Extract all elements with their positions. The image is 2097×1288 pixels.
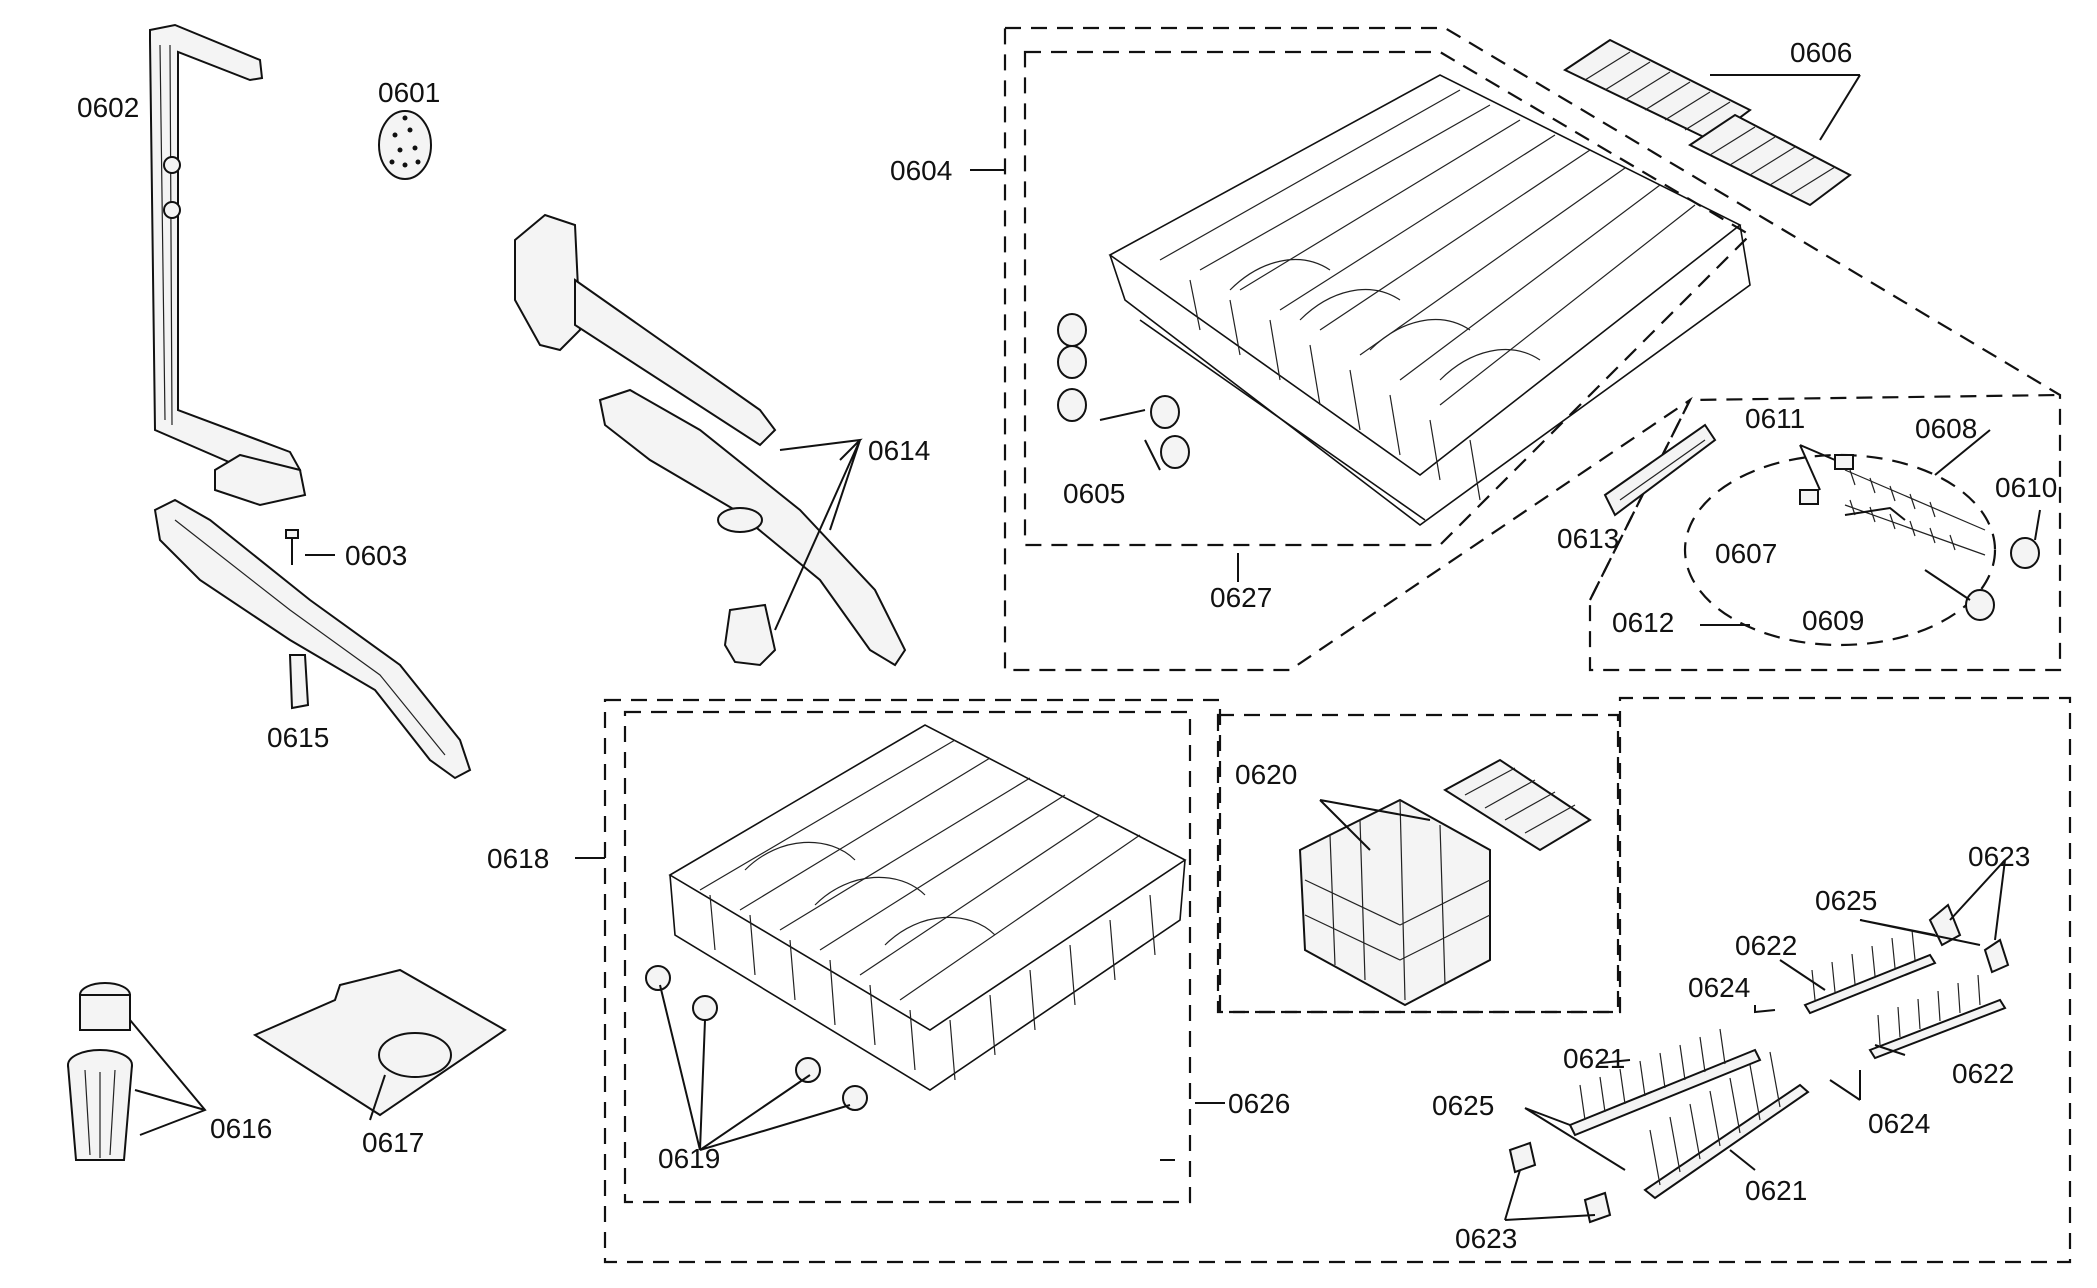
- label-0619: 0619: [658, 1143, 720, 1174]
- label-0604: 0604: [890, 155, 952, 186]
- cutlery-basket-0620: [1298, 758, 1592, 1007]
- label-0623-upper: 0623: [1968, 841, 2030, 872]
- label-0612: 0612: [1612, 607, 1674, 638]
- lower-rack: [668, 724, 1187, 1091]
- label-0601: 0601: [378, 77, 440, 108]
- label-0622-upper: 0622: [1735, 930, 1797, 961]
- label-0608: 0608: [1915, 413, 1977, 444]
- label-0618: 0618: [487, 843, 549, 874]
- label-0610: 0610: [1995, 472, 2057, 503]
- label-0621-upper: 0621: [1563, 1043, 1625, 1074]
- label-0625-lower: 0625: [1432, 1090, 1494, 1121]
- leader-lines: [129, 74, 2041, 1221]
- cup-shelves-0606: [1562, 38, 1852, 207]
- spray-tube-upper: [149, 23, 307, 507]
- upper-rack: [1108, 74, 1751, 526]
- label-0620: 0620: [1235, 759, 1297, 790]
- filter-0616: [67, 982, 133, 1161]
- label-0607: 0607: [1715, 538, 1777, 569]
- rail-parts: [1603, 423, 2040, 647]
- lower-rack-wheels: [645, 965, 868, 1111]
- part-labels: 0601 0602 0603 0604 0605 0606 0607 0608 …: [77, 37, 2057, 1254]
- filter-plate-0617: [252, 968, 507, 1117]
- label-0606: 0606: [1790, 37, 1852, 68]
- spray-arm-upper: [514, 213, 907, 667]
- screw-0603: [285, 529, 299, 565]
- label-0605: 0605: [1063, 478, 1125, 509]
- label-0627: 0627: [1210, 582, 1272, 613]
- label-0617: 0617: [362, 1127, 424, 1158]
- label-0615: 0615: [267, 722, 329, 753]
- upper-rack-wheels: [1057, 313, 1190, 469]
- group-boxes: [603, 26, 2072, 1264]
- label-0624-lower: 0624: [1868, 1108, 1930, 1139]
- label-0621-lower: 0621: [1745, 1175, 1807, 1206]
- label-0622-lower: 0622: [1952, 1058, 2014, 1089]
- label-0614: 0614: [868, 435, 930, 466]
- label-0609: 0609: [1802, 605, 1864, 636]
- label-0613: 0613: [1557, 523, 1619, 554]
- box-lower-rack-outer: [603, 696, 2072, 1264]
- box-upper-rack-outer: [1003, 26, 2062, 672]
- label-0623-lower: 0623: [1455, 1223, 1517, 1254]
- label-0603: 0603: [345, 540, 407, 571]
- label-0625-upper: 0625: [1815, 885, 1877, 916]
- label-0611: 0611: [1745, 403, 1805, 434]
- label-0624-upper: 0624: [1688, 972, 1750, 1003]
- nozzle-0601: [378, 110, 432, 180]
- spray-arm-lower: [153, 498, 472, 780]
- box-rail-assembly: [1589, 393, 2061, 601]
- box-upper-rack-inner: [1023, 50, 1752, 547]
- tine-rows: [1508, 903, 2010, 1224]
- box-lower-rack-inner: [623, 710, 1192, 1204]
- label-0602: 0602: [77, 92, 139, 123]
- label-0626: 0626: [1228, 1088, 1290, 1119]
- box-cutlery-basket: [1216, 713, 1620, 1014]
- label-0616: 0616: [210, 1113, 272, 1144]
